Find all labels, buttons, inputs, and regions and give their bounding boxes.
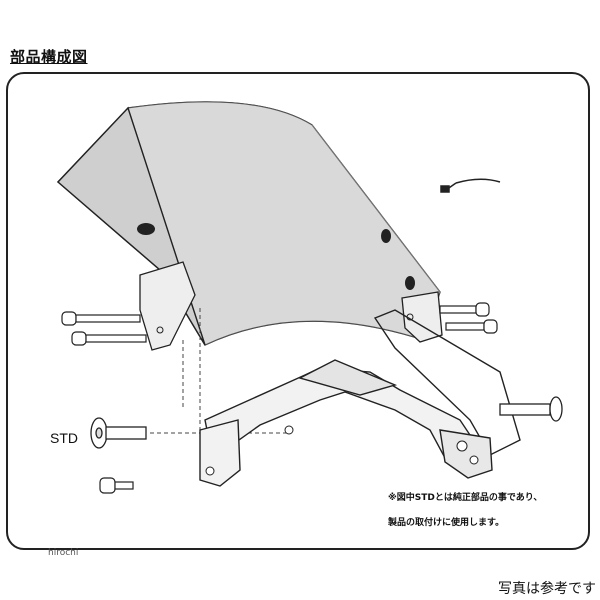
right-mount-plate [401,291,443,343]
bracket-hole-1 [284,425,294,435]
watermark: hirochi [48,548,79,558]
note-line-2: 製品の取付けに使用します。 [388,518,505,528]
right-bolt-lower [445,319,498,334]
screen-bolt-3 [381,229,391,243]
small-screw [99,477,134,494]
diagram-title: 部品構成図 [10,48,88,66]
screen-bolt-4 [405,276,415,290]
bracket-hole-4 [469,455,479,465]
diagram-frame [6,72,590,550]
bracket-hole-3 [456,440,468,452]
note-line-1: ※図中STDとは純正部品の事であり、 [388,493,543,503]
std-label: STD [50,430,78,446]
left-mount-plate [139,261,196,351]
guide-outline-right [373,309,521,456]
std-bolt [90,417,147,449]
left-bolt-lower [71,331,147,346]
windscreen [56,101,441,346]
std-bolt-right [499,396,563,422]
left-bolt-upper [61,311,141,326]
left-mount-hole [156,326,164,334]
reference-note: 写真は参考です [498,581,596,597]
bracket-hole-2 [205,466,215,476]
screen-bolt-1 [137,223,155,235]
main-bracket [199,359,493,487]
wire-clip-part [440,178,501,193]
right-bolt-upper [439,302,490,317]
